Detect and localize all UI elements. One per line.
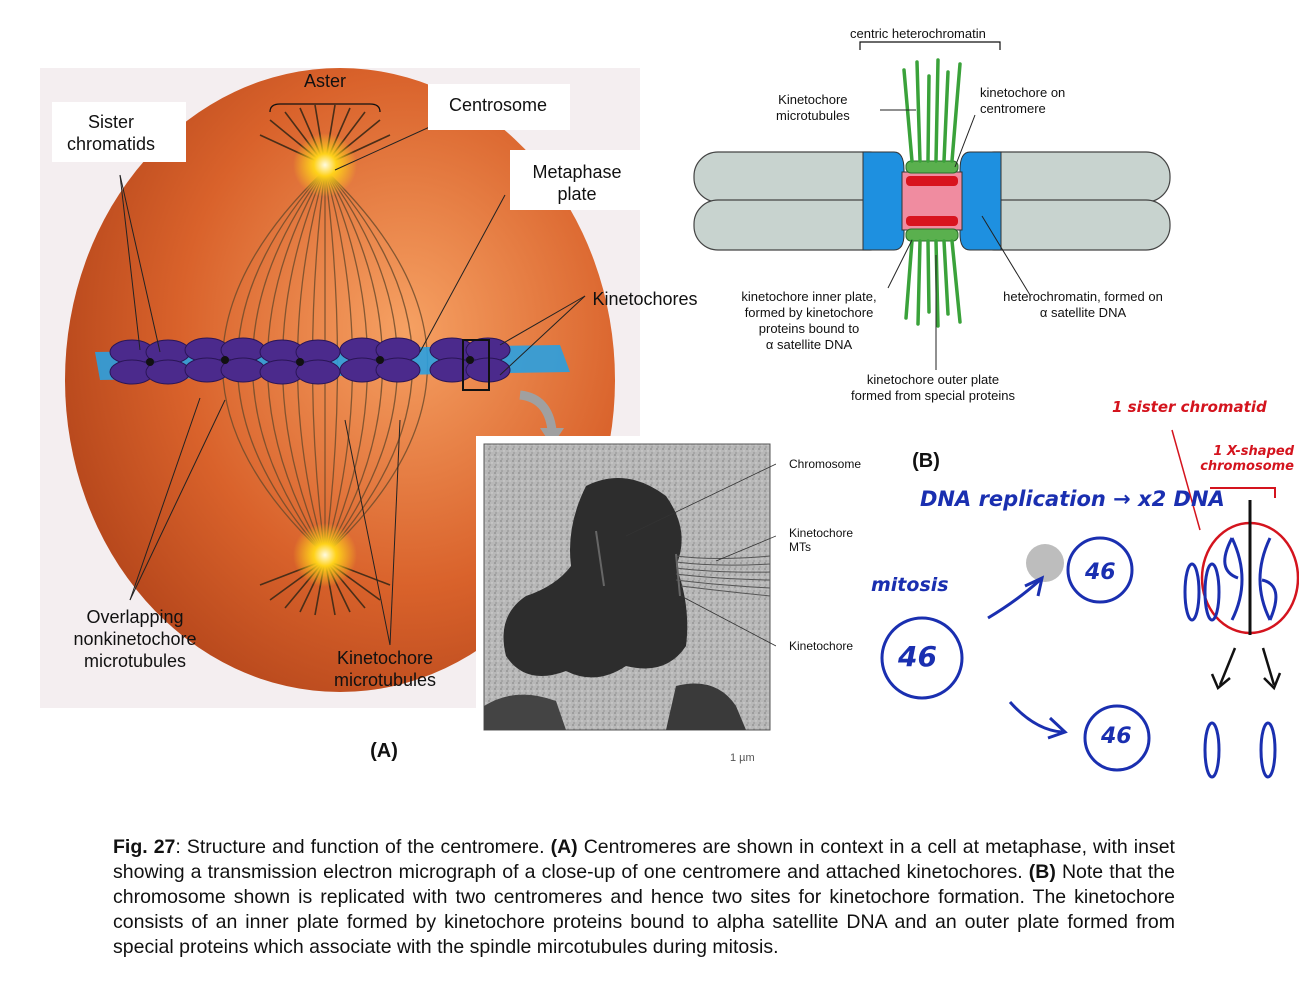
- note-count-daughter-bottom: 46: [1101, 724, 1132, 749]
- note-mitosis: mitosis: [871, 574, 949, 596]
- centric-heterochromatin: [862, 151, 1002, 251]
- cell-circle-parent: [880, 616, 964, 700]
- label-metaphase-plate: Metaphase plate: [532, 162, 622, 204]
- aster-bracket: [269, 103, 381, 113]
- note-sister-chromatid: 1 sister chromatid: [1112, 398, 1267, 416]
- note-x-shaped-chromosome: 1 X-shaped chromosome: [1200, 444, 1294, 474]
- caption-text-1: : Structure and function of the centrome…: [175, 836, 551, 858]
- micrograph-label-kinetochore-mts: Kinetochore MTs: [789, 526, 854, 554]
- inset-box: [462, 339, 490, 391]
- kinetochore-microtubules-b: [902, 58, 962, 328]
- cell-circle-daughter-top: [1066, 536, 1134, 604]
- caption-text-3: Note that the chromosome shown is replic…: [113, 861, 1175, 958]
- label-heterochromatin: heterochromatin, formed on α satellite D…: [1003, 289, 1163, 320]
- kinetochore-plate-bottom: [906, 216, 958, 226]
- centrosome-top: [293, 133, 357, 197]
- caption-text-2: Centromeres are shown in context in a ce…: [113, 836, 1175, 883]
- micrograph-scale-label: 1 µm: [730, 752, 755, 764]
- label-overlapping-microtubules: Overlapping nonkinetochore microtubules: [73, 607, 197, 671]
- cell-circle-daughter-bottom: [1083, 704, 1151, 772]
- note-count-parent: 46: [898, 640, 937, 673]
- centrosome-bottom: [293, 523, 357, 587]
- label-centric-heterochromatin: centric heterochromatin: [850, 26, 986, 41]
- panel-a-letter: (A): [370, 740, 398, 762]
- chromosome-arms: [693, 151, 1171, 251]
- chromosomes: [109, 337, 511, 385]
- inset-arrow: [519, 390, 557, 431]
- handwritten-notes-drawing: [880, 429, 1299, 779]
- leader-lines-b: [880, 109, 1031, 370]
- caption-b-label: (B): [1028, 861, 1056, 883]
- note-dna-replication: DNA replication → x2 DNA: [920, 487, 1225, 511]
- panel-b-letter: (B): [912, 450, 940, 472]
- electron-micrograph: [476, 436, 776, 736]
- label-centrosome: Centrosome: [448, 95, 548, 115]
- label-aster: Aster: [303, 71, 346, 91]
- centromere-schematic: [693, 41, 1171, 370]
- leader-lines-a: [119, 119, 586, 646]
- label-kinetochores: Kinetochores: [592, 289, 698, 309]
- figure-caption: Fig. 27: Structure and function of the c…: [113, 835, 1175, 960]
- label-kinetochore-on-centromere: kinetochore on centromere: [980, 85, 1066, 116]
- cursor-dot: [1026, 544, 1064, 582]
- caption-a-label: (A): [550, 836, 578, 858]
- note-count-daughter-top: 46: [1085, 560, 1116, 585]
- kinetochore-plate-top: [906, 176, 958, 186]
- label-inner-plate: kinetochore inner plate, formed by kinet…: [741, 289, 877, 352]
- caption-fig-number: Fig. 27: [113, 836, 176, 858]
- label-sister-chromatids: Sister chromatids: [66, 112, 156, 154]
- micrograph-microtubules: [675, 555, 771, 597]
- label-kinetochore-microtubules: Kinetochore microtubules: [333, 648, 437, 690]
- micrograph-label-kinetochore: Kinetochore: [789, 639, 854, 653]
- micrograph-chromosome-mass: [503, 478, 688, 678]
- label-outer-plate: kinetochore outer plate formed from spec…: [850, 372, 1015, 403]
- micrograph-label-chromosome: Chromosome: [789, 457, 862, 471]
- label-kinetochore-microtubules-b: Kinetochore microtubules: [776, 92, 850, 123]
